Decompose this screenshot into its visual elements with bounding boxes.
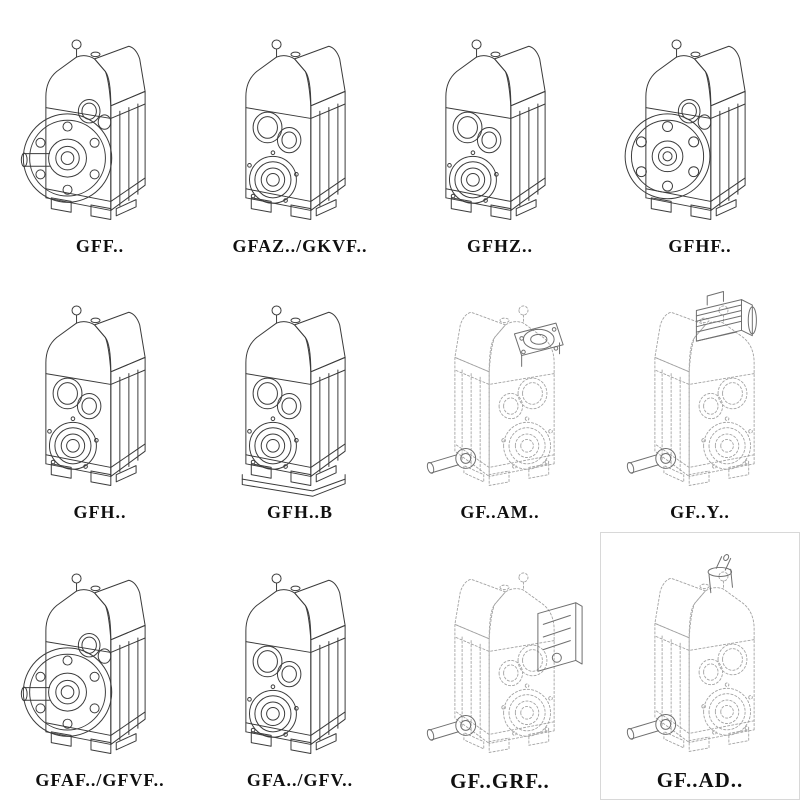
gearbox-hollow-shaft-drawing	[245, 573, 346, 754]
catalog-cell-gfh-b: GFH..B	[200, 266, 400, 532]
catalog-cell-gf-grf: GF..GRF..	[400, 532, 600, 800]
gearbox-with-motor-drawing	[625, 291, 757, 499]
catalog-cell-gfhz: GFHZ..	[400, 0, 600, 266]
catalog-cell-gf-am: GF..AM..	[400, 266, 600, 532]
gearbox-hollow-shaft-drawing	[245, 39, 346, 220]
gearbox-flange-shaft-drawing	[20, 39, 146, 220]
model-label: GF..GRF..	[450, 769, 550, 793]
gearbox-motor-flange-adapter-drawing	[425, 287, 564, 499]
model-label: GF..Y..	[670, 502, 730, 522]
catalog-cell-gfhf: GFHF..	[600, 0, 800, 266]
model-label: GFAZ../GKVF..	[232, 236, 368, 256]
catalog-cell-gff: GFF..	[0, 0, 200, 266]
gearbox-input-shaft-adapter-drawing	[625, 553, 798, 765]
catalog-cell-gfaf-gfvf: GFAF../GFVF..	[0, 532, 200, 800]
gearbox-flange-shaft-drawing	[20, 573, 146, 754]
model-label: GF..AD..	[656, 768, 744, 792]
gearbox-grf-input-block-drawing	[425, 554, 583, 766]
model-label: GFHZ..	[466, 236, 533, 256]
gearbox-hollow-shrink-disc-drawing	[445, 39, 546, 220]
model-label: GFH..	[73, 502, 127, 522]
model-label: GF..AM..	[460, 502, 540, 522]
catalog-cell-gfh: GFH..	[0, 266, 200, 532]
gearbox-flange-hollow-drawing	[624, 39, 746, 220]
gearbox-foot-hollow-drawing	[45, 305, 146, 486]
model-label: GFA../GFV..	[246, 770, 354, 790]
catalog-cell-gfaz-gkvf: GFAZ../GKVF..	[200, 0, 400, 266]
catalog-cell-gfa-gfv: GFA../GFV..	[200, 532, 400, 800]
model-label: GFAF../GFVF..	[35, 770, 165, 790]
catalog-cell-gf-ad: GF..AD..	[600, 532, 800, 800]
catalog-cell-gf-y: GF..Y..	[600, 266, 800, 532]
model-label: GFF..	[75, 236, 125, 256]
model-label: GFHF..	[668, 236, 732, 256]
gearbox-foot-hollow-base-drawing	[241, 305, 346, 497]
model-label: GFH..B	[266, 502, 333, 522]
